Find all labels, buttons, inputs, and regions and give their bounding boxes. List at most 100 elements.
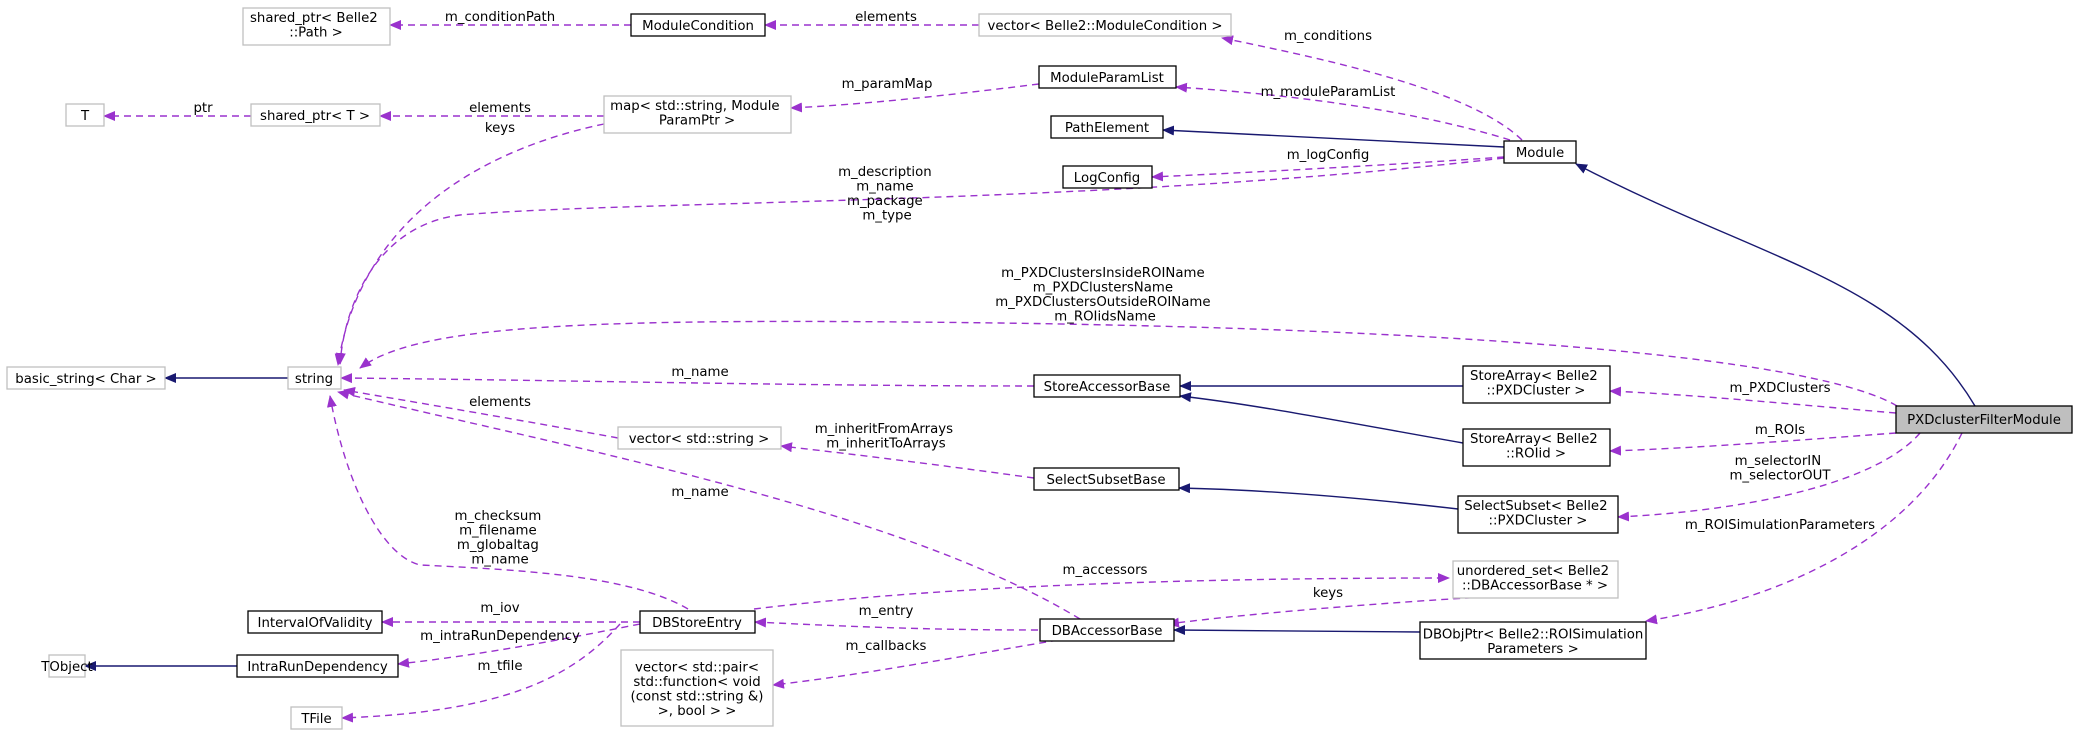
edge-dbobjptr-to-dbaccessorbase xyxy=(1173,625,1421,636)
edge-usage-filter-strings xyxy=(359,320,1898,407)
node-label-line: TObject xyxy=(40,660,92,675)
edge-label-module-param-list: m_moduleParamList xyxy=(1261,85,1396,100)
node-label-line: >, bool > > xyxy=(658,704,737,719)
node-shared-ptr-t[interactable]: shared_ptr< T > xyxy=(250,103,381,127)
svg-text:ModuleParamList: ModuleParamList xyxy=(1050,71,1164,86)
svg-text:LogConfig: LogConfig xyxy=(1074,171,1140,186)
node-select-subset-pxdcluster[interactable]: SelectSubset< Belle2 ::PXDCluster > xyxy=(1457,495,1619,534)
svg-text:TFile: TFile xyxy=(300,712,331,727)
edge-usage-inherit-arrays xyxy=(780,442,1035,479)
edge-label-db-name: m_name xyxy=(671,485,728,500)
edge-usage-storeaccessor-name xyxy=(340,373,1035,387)
node-map-param[interactable]: map< std::string, Module ParamPtr > xyxy=(603,95,792,134)
edge-usage-module-conditions xyxy=(1221,35,1523,141)
svg-text:IntraRunDependency: IntraRunDependency xyxy=(247,660,388,675)
node-label-line: vector< std::pair< xyxy=(635,660,759,675)
svg-text:IntervalOfValidity: IntervalOfValidity xyxy=(258,616,373,631)
edge-label-keys-map: keys xyxy=(485,121,515,136)
node-pxdcluster-filter-module[interactable]: PXDclusterFilterModule xyxy=(1895,405,2073,434)
edge-label-intra-run: m_intraRunDependency xyxy=(420,629,580,644)
svg-text:SelectSubsetBase: SelectSubsetBase xyxy=(1046,473,1165,488)
node-tfile[interactable]: TFile xyxy=(290,706,343,730)
svg-text:T: T xyxy=(80,109,90,124)
svg-text:PathElement: PathElement xyxy=(1065,121,1149,136)
node-vector-string[interactable]: vector< std::string > xyxy=(617,426,782,450)
node-path-element[interactable]: PathElement xyxy=(1050,115,1164,139)
node-vector-pair[interactable]: vector< std::pair<std::function< void(co… xyxy=(620,649,774,727)
node-shared-ptr-path[interactable]: shared_ptr< Belle2 ::Path > xyxy=(242,7,391,46)
svg-text:SelectSubset< Belle2 :: SelectSubset< Belle2 ::PXDCluster > xyxy=(1464,499,1612,529)
svg-text:ModuleCondition: ModuleCondition xyxy=(642,19,754,34)
edge-label-elements-vec: elements xyxy=(469,395,531,410)
node-vector-module-condition[interactable]: vector< Belle2::ModuleCondition > xyxy=(978,13,1232,37)
edge-usage-vector-string-elements xyxy=(343,386,619,439)
edge-selectsubset-to-selectsubsetbase xyxy=(1178,483,1459,510)
edge-label-elements-cond: elements xyxy=(855,10,917,25)
edge-label-rois: m_ROIs xyxy=(1755,423,1805,438)
node-label-line: TFile xyxy=(300,712,331,727)
edge-usage-intra-run xyxy=(397,623,641,668)
node-module[interactable]: Module xyxy=(1503,140,1577,164)
svg-text:DBStoreEntry: DBStoreEntry xyxy=(652,616,742,631)
edge-label-callbacks: m_callbacks xyxy=(846,639,927,654)
node-label-line: IntraRunDependency xyxy=(247,660,388,675)
svg-text:StoreArray< Belle2 ::P: StoreArray< Belle2 ::PXDCluster > xyxy=(1470,369,1602,399)
edge-label-m-conditions: m_conditions xyxy=(1284,29,1372,44)
edge-label-store-name: m_name xyxy=(671,365,728,380)
edge-usage-roi-sim-params xyxy=(1645,432,1963,625)
edge-label-filter-strings: m_PXDClustersInsideROIName m_PXDClusters… xyxy=(995,266,1215,325)
node-label-line: (const std::string &) xyxy=(631,689,764,704)
edges xyxy=(84,20,1976,723)
nodes: shared_ptr< Belle2 ::Path > ModuleCondit… xyxy=(6,7,2073,730)
svg-text:PXDclusterFilterModule: PXDclusterFilterModule xyxy=(1907,413,2061,428)
node-log-config[interactable]: LogConfig xyxy=(1062,165,1153,189)
edge-usage-callbacks xyxy=(772,639,1059,689)
edge-label-ptr: ptr xyxy=(193,101,213,116)
svg-text:unordered_set< Belle2: unordered_set< Belle2 ::DBAccessorBase *… xyxy=(1457,564,1614,594)
svg-text:StoreArray< Belle2 ::R: StoreArray< Belle2 ::ROIid > xyxy=(1470,432,1602,462)
edge-label-roi-sim-params: m_ROISimulationParameters xyxy=(1685,518,1875,533)
edge-label-iov: m_iov xyxy=(480,601,519,616)
node-tobject[interactable]: TObject xyxy=(40,654,93,678)
edge-usage-pxd-clusters xyxy=(1609,386,1897,414)
svg-text:StoreAccessorBase: StoreAccessorBase xyxy=(1044,380,1171,395)
edge-usage-selector xyxy=(1617,432,1921,522)
edge-label-tfile: m_tfile xyxy=(477,659,522,674)
edge-usage-module-strings xyxy=(335,157,1505,365)
edge-module-to-filter xyxy=(1575,163,1976,407)
svg-text:shared_ptr< T >: shared_ptr< T > xyxy=(260,109,370,124)
edge-usage-rois xyxy=(1609,432,1897,456)
edge-usage-module-param-list xyxy=(1175,82,1511,141)
node-db-accessor-base[interactable]: DBAccessorBase xyxy=(1039,618,1175,642)
node-module-condition[interactable]: ModuleCondition xyxy=(630,13,766,37)
edge-usage-entry xyxy=(754,617,1039,631)
node-intra-run-dependency[interactable]: IntraRunDependency xyxy=(236,654,399,678)
node-store-array-pxdcluster[interactable]: StoreArray< Belle2 ::PXDCluster > xyxy=(1462,365,1611,404)
node-module-param-list[interactable]: ModuleParamList xyxy=(1038,65,1177,89)
node-db-store-entry[interactable]: DBStoreEntry xyxy=(639,610,756,634)
edge-label-elements-map: elements xyxy=(469,101,531,116)
edge-label-log-config: m_logConfig xyxy=(1287,148,1370,163)
edge-path-element-to-module xyxy=(1162,125,1505,148)
node-unordered-set[interactable]: unordered_set< Belle2 ::DBAccessorBase *… xyxy=(1452,560,1619,599)
svg-text:Module: Module xyxy=(1516,146,1564,161)
node-string[interactable]: string xyxy=(287,366,342,390)
node-store-accessor-base[interactable]: StoreAccessorBase xyxy=(1033,374,1181,398)
edge-usage-dbaccessor-name xyxy=(337,389,1081,620)
node-interval-of-validity[interactable]: IntervalOfValidity xyxy=(247,610,383,634)
edge-label-keys-set: keys xyxy=(1313,586,1343,601)
edge-label-selector: m_selectorIN m_selectorOUT xyxy=(1729,454,1831,484)
node-label-line: Parameters > xyxy=(1487,642,1578,657)
node-t[interactable]: T xyxy=(65,103,105,127)
edge-usage-accessors xyxy=(753,573,1450,610)
node-label-line: DBObjPtr< Belle2::ROISimulation xyxy=(1423,627,1644,642)
node-select-subset-base[interactable]: SelectSubsetBase xyxy=(1033,467,1180,491)
edge-label-inherit-arrays: m_inheritFromArrays m_inheritToArrays xyxy=(815,422,958,452)
edge-label-param-map: m_paramMap xyxy=(842,77,933,92)
edge-label-dbentry-strings: m_checksum m_filename m_globaltag m_name xyxy=(454,509,545,568)
node-store-array-roiid[interactable]: StoreArray< Belle2 ::ROIid > xyxy=(1462,428,1611,467)
edge-label-condition-path: m_conditionPath xyxy=(445,10,555,25)
node-basic-string[interactable]: basic_string< Char > xyxy=(6,366,166,390)
svg-text:DBObjPtr< Belle2::ROISimulatio: DBObjPtr< Belle2::ROISimulationParameter… xyxy=(1423,627,1644,657)
